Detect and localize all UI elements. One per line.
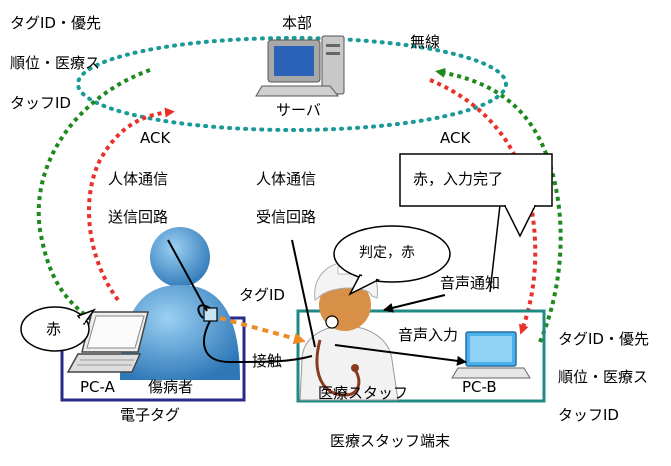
contact-wire-upper — [197, 304, 211, 319]
medical-staff-icon — [299, 261, 399, 401]
rx-circuit-line1: 人体通信 — [256, 170, 317, 188]
judge-text: 判定，赤 — [359, 245, 415, 261]
tag-square-left — [203, 307, 218, 322]
wireless-loop — [76, 36, 508, 132]
pc-b-label: PC-B — [462, 378, 497, 396]
voice-notify-pointer — [383, 294, 446, 313]
left-tag-info-line1: タグID・優先 — [10, 14, 101, 32]
right-tag-info-line2: 順位・医療ス — [558, 368, 649, 386]
wireless-label: 無線 — [410, 33, 441, 51]
left-tag-info-line2: 順位・医療ス — [10, 54, 101, 72]
tx-circuit-line1: 人体通信 — [108, 170, 169, 188]
right-tag-info-line3: タッフID — [558, 406, 619, 424]
rx-pointer — [291, 239, 316, 348]
contact-wire — [203, 320, 313, 364]
ack-left-label: ACK — [140, 129, 171, 147]
right-tag-info-line1: タグID・優先 — [558, 330, 649, 348]
pc-a-label: PC-A — [80, 378, 115, 396]
pc-b-icon — [451, 331, 531, 379]
staff-terminal-box — [296, 309, 546, 403]
tx-circuit-line2: 送信回路 — [108, 208, 169, 226]
red-speech-bubble — [20, 306, 97, 352]
tag-id-label: タグID — [239, 286, 285, 304]
voice-notify-label: 音声通知 — [440, 274, 501, 292]
voice-input-label: 音声入力 — [398, 326, 459, 344]
server-icon — [255, 35, 345, 97]
judge-speech-bubble — [333, 225, 451, 296]
server-label: サーバ — [276, 101, 321, 119]
medical-staff-label: 医療スタッフ — [318, 384, 409, 402]
input-complete-callout — [399, 153, 553, 207]
electronic-tag-label: 電子タグ — [120, 406, 181, 424]
voice-input-arrow — [334, 344, 467, 366]
red-bubble-text: 赤 — [46, 320, 62, 338]
callout-pointer — [489, 204, 501, 293]
ack-right-label: ACK — [440, 129, 471, 147]
green-arrow-left — [36, 68, 151, 325]
rx-circuit-line2: 受信回路 — [256, 208, 317, 226]
green-arrow-right — [435, 67, 563, 343]
left-tag-info-line3: タッフID — [10, 94, 71, 112]
input-complete-text: 赤，入力完了 — [413, 170, 504, 188]
tx-pointer — [167, 239, 208, 312]
staff-terminal-label: 医療スタッフ端末 — [330, 432, 451, 450]
patient-label: 傷病者 — [148, 378, 194, 396]
headquarters-label: 本部 — [282, 14, 313, 32]
contact-label: 接触 — [252, 352, 283, 370]
pc-a-icon — [66, 311, 149, 373]
tag-id-arrow — [219, 316, 306, 345]
red-arrow-left — [87, 107, 175, 302]
